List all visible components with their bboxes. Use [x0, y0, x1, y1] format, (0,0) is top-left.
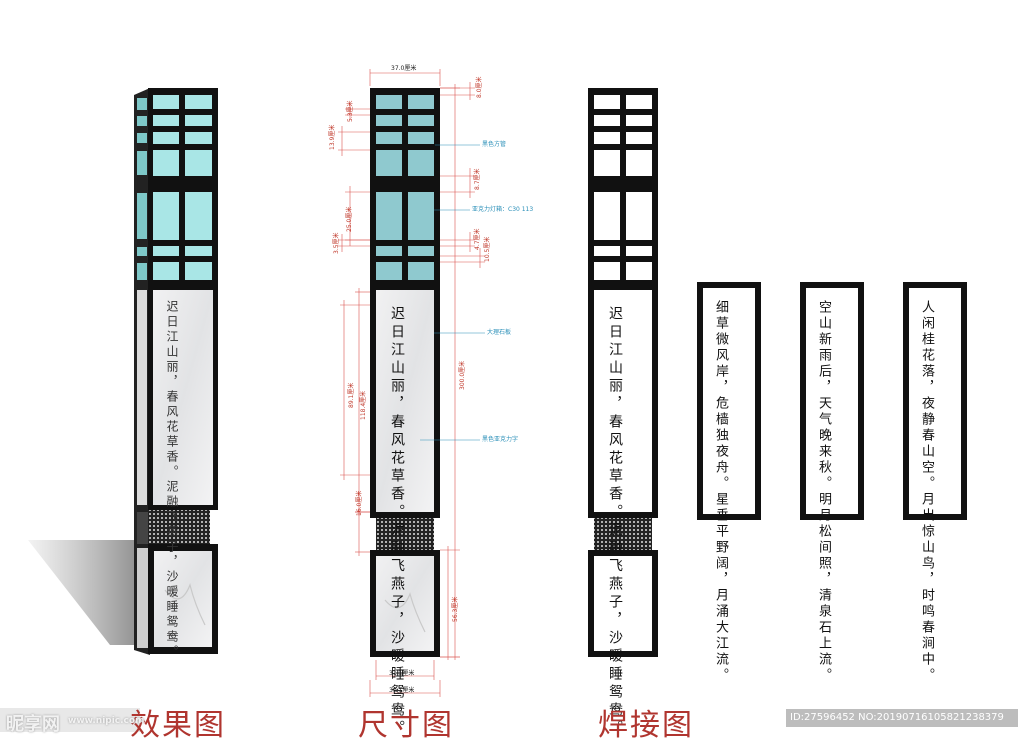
dim-250: 25.0厘米	[346, 206, 353, 232]
poem-panel-2: 细草微风岸，危樯独夜舟。星垂平野阔，月涌大江流。	[710, 300, 730, 684]
poem-4-col1: 人闲桂花落，夜静春山空。	[919, 300, 934, 492]
watermark-logo: 昵享网	[6, 714, 60, 735]
weld-poem: 迟日江山丽，春风花草香。泥融飞燕子，沙暖睡鸳鸯。	[605, 306, 625, 738]
dim-bottom-301: 30.1厘米	[389, 687, 415, 694]
watermark-strip	[0, 708, 140, 732]
dim-poem: 迟日江山丽，春风花草香。泥融飞燕子，沙暖睡鸳鸯。	[387, 306, 407, 738]
dim-53: 5.3厘米	[347, 100, 354, 122]
dim-160: 16.0厘米	[356, 490, 363, 516]
poem-3-col2: 明月松间照，清泉石上流。	[816, 492, 831, 684]
dim-bottom-311: 31.1厘米	[389, 670, 415, 677]
watermark-id: ID:27596452 NO:20190716105821238379	[786, 709, 1018, 727]
dim-35: 3.5厘米	[333, 232, 340, 254]
dim-563: 56.3厘米	[452, 596, 459, 622]
poem-panel-3: 空山新雨后，天气晚来秋。明月松间照，清泉石上流。	[813, 300, 833, 684]
render-poem: 迟日江山丽，春风花草香。泥融飞燕子，沙暖睡鸳鸯。	[163, 300, 181, 660]
poem-2-col1: 细草微风岸，危樯独夜舟。	[713, 300, 728, 492]
render-shadow	[28, 540, 135, 645]
dim-poem-col1: 迟日江山丽，春风花草香。	[389, 306, 405, 522]
dim-top-width: 37.0厘米	[391, 65, 417, 72]
render-poem-col1: 迟日江山丽，春风花草香。	[165, 300, 179, 480]
note-black-acrylic: 黑色亚克力字	[482, 436, 519, 443]
caption-render: 效果图	[130, 708, 226, 743]
note-marble: 大理石板	[487, 329, 512, 336]
watermark-url: www.nipic.com	[68, 716, 145, 726]
dim-105: 10.5厘米	[484, 236, 491, 262]
render-view	[28, 88, 218, 655]
render-mesh-section	[148, 510, 210, 544]
note-steel: 黑色方管	[482, 141, 507, 148]
weld-poem-col1: 迟日江山丽，春风花草香。	[607, 306, 623, 522]
poem-4-col2: 月出惊山鸟，时鸣春涧中。	[919, 492, 934, 684]
render-poem-col2: 泥融飞燕子，沙暖睡鸳鸯。	[165, 480, 179, 660]
dim-mesh-section	[376, 518, 434, 550]
caption-dimension: 尺寸图	[358, 708, 454, 743]
welding-view	[588, 88, 967, 657]
dim-1184: 118.4厘米	[360, 390, 367, 420]
dim-139: 13.9厘米	[329, 124, 336, 150]
poem-3-col1: 空山新雨后，天气晚来秋。	[816, 300, 831, 492]
dim-8: 8.0厘米	[476, 76, 483, 98]
poem-panel-4: 人闲桂花落，夜静春山空。月出惊山鸟，时鸣春涧中。	[916, 300, 936, 684]
dim-87: 8.7厘米	[474, 168, 481, 190]
dimension-view	[338, 69, 485, 697]
weld-poem-col2: 泥融飞燕子，沙暖睡鸳鸯。	[607, 522, 623, 738]
dim-poem-col2: 泥融飞燕子，沙暖睡鸳鸯。	[389, 522, 405, 738]
dim-891: 89.1厘米	[348, 382, 355, 408]
dim-3000: 300.0厘米	[459, 360, 466, 390]
poem-2-col2: 星垂平野阔，月涌大江流。	[713, 492, 728, 684]
dim-47: 4.7厘米	[474, 228, 481, 250]
caption-welding: 焊接图	[598, 708, 694, 743]
note-acrylic: 亚克力灯箱：C30 113	[472, 206, 534, 213]
weld-mesh-section	[594, 518, 652, 550]
